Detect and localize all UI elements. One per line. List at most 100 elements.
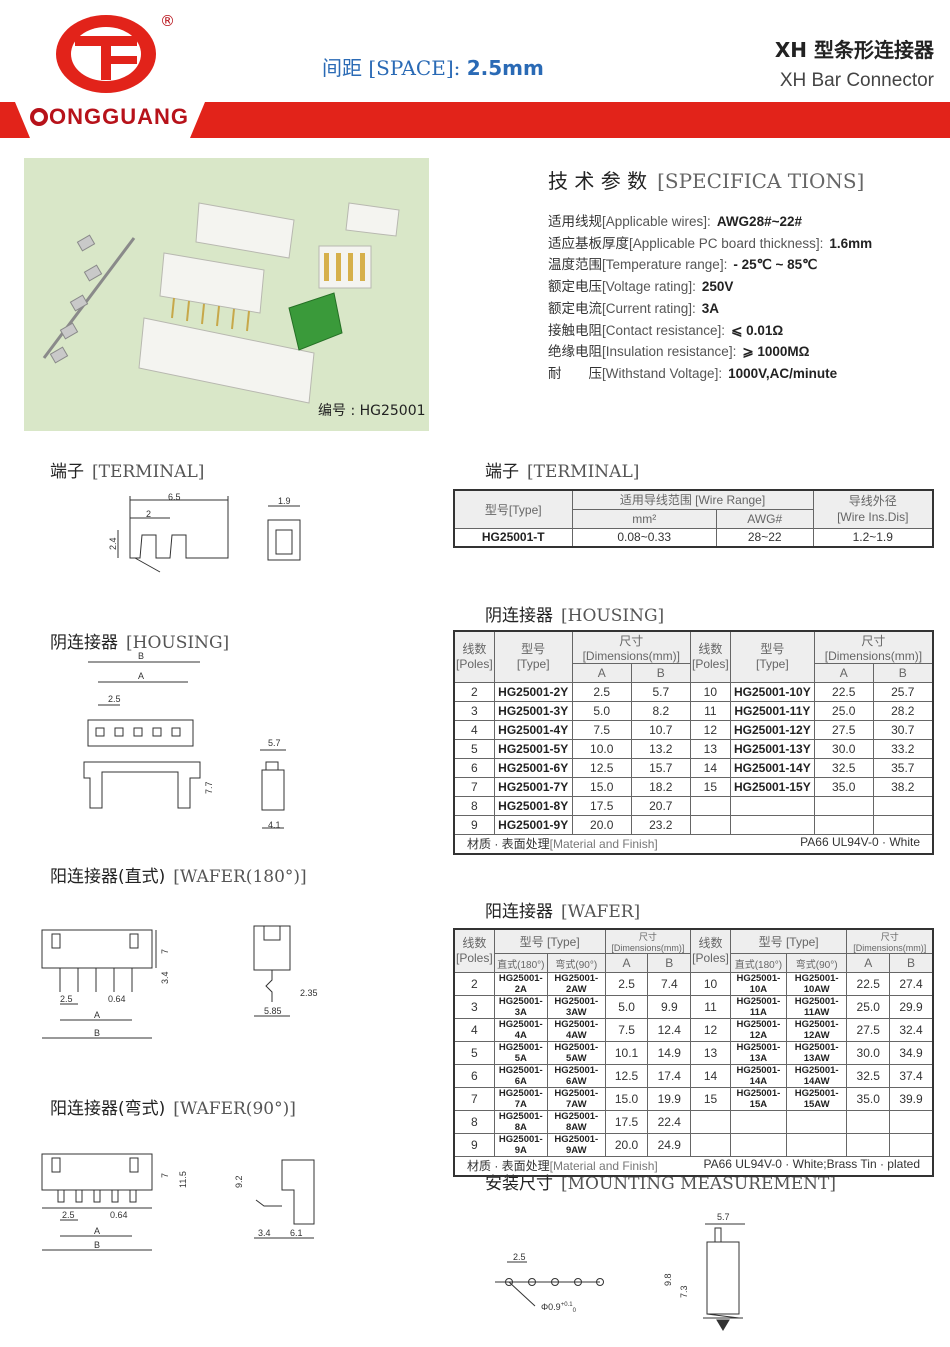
wafer-header-type: 型号 [Type] [729,928,848,954]
wafer-header-type: 型号 [Type] [493,928,606,954]
wafer180-dim-label: 0.64 [108,994,126,1004]
section-title-terminal-right: 端子[TERMINAL] [485,462,640,482]
wafer-header-straight: 直式(180°) [493,953,548,973]
spec-value: ⩽ 0.01Ω [731,322,784,338]
wafer180-dim-label: 2.35 [300,988,318,998]
mounting-dim-label: Φ0.9+0.10 [541,1302,577,1314]
spec-value: 3A [701,300,720,316]
spec-label-en: [Applicable wires]: [602,214,711,229]
connector-parts-illustration [42,202,400,404]
material-row: 材质 · 表面处理[Material and Finish]PA66 UL94V… [453,834,934,854]
material-row: 材质 · 表面处理[Material and Finish]PA66 UL94V… [453,1156,934,1176]
housing-header-poles: 线数[Poles] [689,630,731,683]
terminal-drawing: 6.5 2 2.4 1.9 [108,492,301,573]
wafer90-dim-label: 6.1 [290,1228,303,1238]
spec-label-en: [Applicable PC board thickness]: [629,235,824,251]
spec-row: 温度范围[Temperature range]:- 25℃ ~ 85℃ [548,253,817,273]
spec-label-cn: 接触电阻 [548,322,602,339]
spec-label-cn: 适用线规 [548,214,602,230]
terminal-dim-label: 1.9 [278,496,291,506]
wafer90-dim-label: 2.5 [62,1210,75,1220]
section-title-wafer-90: 阳连接器(弯式)[WAFER(90°)] [50,1099,296,1119]
housing-dim-label: A [138,671,144,681]
section-title-wafer-right: 阳连接器[WAFER] [485,902,641,922]
wafer-180-drawing: 7 3.4 2.5 0.64 A B 2.35 5.85 [41,925,318,1039]
page-title-en: XH Bar Connector [779,70,934,91]
wafer-header-poles: 线数[Poles] [690,928,731,973]
housing-header-a: A [571,663,632,683]
terminal-dim-label: 2.4 [108,537,118,550]
section-title-housing-left: 阴连接器[HOUSING] [50,633,230,653]
section-title-housing-right: 阴连接器[HOUSING] [485,606,665,626]
housing-table: 线数[Poles]型号[Type]尺寸 [Dimensions(mm)]线数[P… [453,630,934,855]
mounting-drawing: 2.5 Φ0.9+0.10 5.7 9.8 7.3 [495,1212,745,1331]
product-code-label: 编号 : HG25001 [318,403,426,419]
wafer-table: 线数[Poles]型号 [Type]尺寸[Dimensions(mm)]线数[P… [453,928,934,1177]
housing-dim-label: B [138,651,144,661]
mounting-dim-label: 9.8 [663,1273,673,1286]
spec-row: 适应基板厚度[Applicable PC board thickness]: 1.… [548,232,872,252]
housing-header-dim: 尺寸 [Dimensions(mm)] [571,630,691,664]
wafer90-dim-label: B [94,1240,100,1250]
housing-header-dim: 尺寸 [Dimensions(mm)] [813,630,934,664]
housing-header-a: A [813,663,874,683]
wafer180-dim-label: A [94,1010,100,1020]
wafer-header-b: B [647,953,692,973]
wafer-header-angle: 弯式(90°) [546,953,606,973]
wafer-header-dim: 尺寸[Dimensions(mm)] [604,928,692,954]
spec-row: 绝缘电阻[Insulation resistance]:⩾ 1000MΩ [548,340,810,360]
spec-label-en: [Current rating]: [602,300,696,316]
spec-label-cn: 适应基板厚度 [548,235,629,252]
section-title-terminal-left: 端子[TERMINAL] [50,462,205,482]
brand-name: ONGGUANG [30,104,189,130]
housing-drawing: B A 2.5 5.7 7.7 4.1 [83,651,286,830]
wafer-header-angle: 弯式(90°) [785,953,848,973]
wafer-header-straight: 直式(180°) [729,953,787,973]
terminal-dim-label: 6.5 [168,492,181,502]
spec-label-cn: 耐 压 [548,365,602,382]
spec-row: 耐 压[Withstand Voltage]: 1000V,AC/minute [548,362,837,382]
terminal-header-awg: AWG# [715,508,814,529]
section-title-wafer-180: 阳连接器(直式)[WAFER(180°)] [50,867,307,887]
wafer-header-dim: 尺寸[Dimensions(mm)] [846,928,934,954]
mounting-dim-label: 7.3 [679,1285,689,1298]
spec-label-cn: 绝缘电阻 [548,344,602,361]
spec-label-en: [Withstand Voltage]: [602,365,723,381]
wafer180-dim-label: 5.85 [264,1006,282,1016]
spec-label-en: [Insulation resistance]: [602,344,737,360]
housing-header-type: 型号[Type] [493,630,573,683]
wafer90-dim-label: A [94,1226,100,1236]
spec-row: 接触电阻[Contact resistance]:⩽ 0.01Ω [548,319,783,339]
spec-value: 1.6mm [829,235,873,251]
wafer90-dim-label: 11.5 [178,1171,188,1188]
specifications-title: 技 术 参 数[SPECIFICA TIONS] [548,169,865,193]
wafer-header-b: B [889,953,934,973]
terminal-header-range: 适用导线范围 [Wire Range] [571,489,814,510]
section-title-mounting: 安装尺寸[MOUNTING MEASUREMENT] [485,1174,837,1194]
spec-label-cn: 温度范围 [548,257,602,274]
registered-mark: ® [160,12,175,30]
spec-label-cn: 额定电压 [548,279,602,296]
spec-row: 额定电压[Voltage rating]:250V [548,275,733,295]
wafer-90-drawing: 7 11.5 2.5 0.64 A B 9.2 3.4 6.1 [41,1153,315,1251]
housing-header-poles: 线数[Poles] [453,630,495,683]
wafer90-dim-label: 7 [160,1173,170,1178]
product-photo [24,158,429,431]
spec-value: 1000V,AC/minute [728,365,838,381]
housing-dim-label: 7.7 [204,781,214,794]
spacing-label: 间距 [SPACE]: 2.5mm [322,56,544,80]
wafer-header-a: A [846,953,891,973]
